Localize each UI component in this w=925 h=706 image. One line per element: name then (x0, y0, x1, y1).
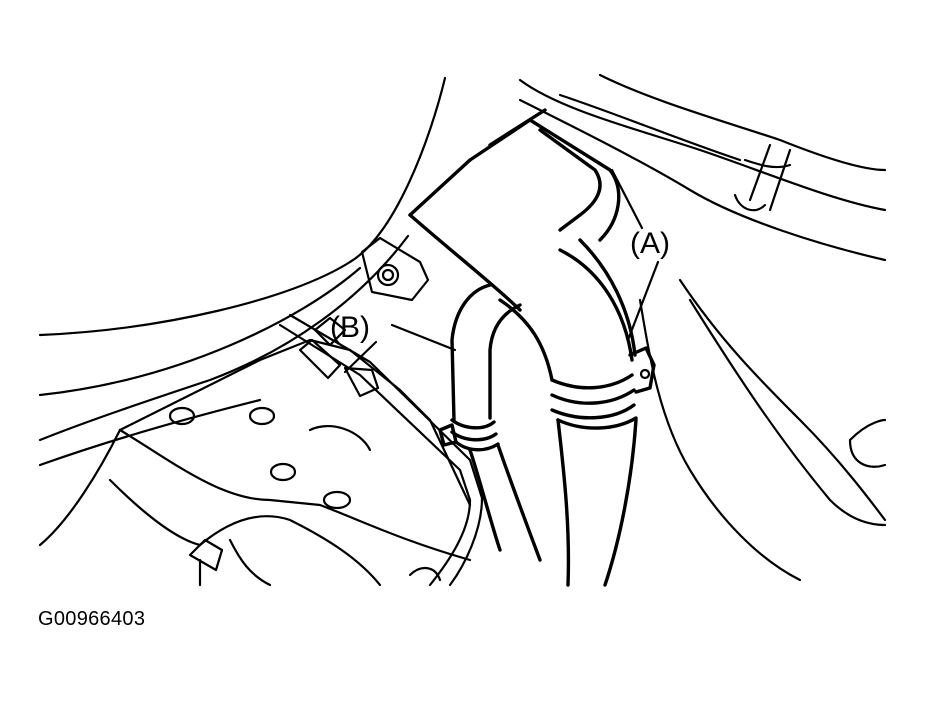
callout-a-leader-upper (610, 168, 644, 230)
small-hose (438, 283, 542, 562)
body-panel (38, 76, 447, 467)
chassis-plate (38, 338, 472, 587)
small-tube (278, 313, 484, 587)
callout-a-label: (A) (630, 227, 670, 260)
callout-a-leader-lower (626, 260, 660, 342)
upper-duct (408, 108, 637, 357)
callout-b-label: (B) (330, 311, 370, 344)
callout-b-leader-lower (343, 340, 378, 374)
large-hose (498, 248, 656, 587)
callout-b-leader (390, 323, 457, 352)
bracket-plate (360, 236, 430, 302)
callout-b: (B) (330, 311, 457, 374)
callout-a: (A) (610, 168, 670, 342)
figure-id: G00966403 (38, 608, 146, 630)
wiring-harness (518, 73, 887, 582)
